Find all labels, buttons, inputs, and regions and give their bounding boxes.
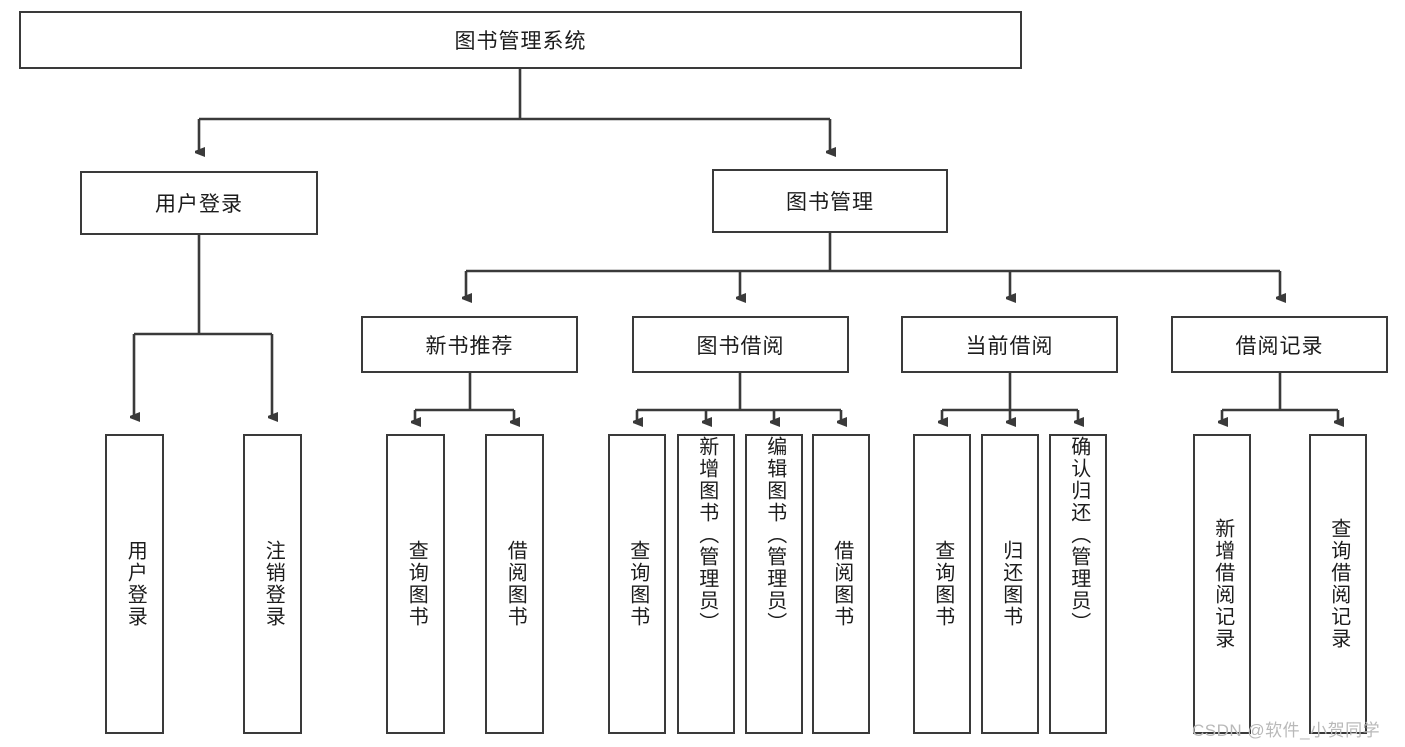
leaf-add-book[interactable]: 新增图书（管理员） <box>677 434 735 734</box>
leaf-return-book[interactable]: 归还图书 <box>981 434 1039 734</box>
node-user-login[interactable]: 用户登录 <box>80 171 318 235</box>
node-book-manage[interactable]: 图书管理 <box>712 169 948 233</box>
leaf-logout-label: 注销登录 <box>262 540 285 628</box>
node-borrow-record-label: 借阅记录 <box>1235 334 1324 358</box>
node-current-borrow-label: 当前借阅 <box>965 334 1054 358</box>
leaf-query-record[interactable]: 查询借阅记录 <box>1309 434 1367 734</box>
leaf-borrow-book-b[interactable]: 借阅图书 <box>812 434 870 734</box>
node-current-borrow[interactable]: 当前借阅 <box>901 316 1118 373</box>
node-root[interactable]: 图书管理系统 <box>19 11 1022 69</box>
leaf-borrow-book-a[interactable]: 借阅图书 <box>485 434 544 734</box>
node-book-borrow[interactable]: 图书借阅 <box>632 316 849 373</box>
node-borrow-record[interactable]: 借阅记录 <box>1171 316 1388 373</box>
leaf-return-book-label: 归还图书 <box>999 540 1022 628</box>
leaf-user-login[interactable]: 用户登录 <box>105 434 164 734</box>
leaf-query-book-c[interactable]: 查询图书 <box>913 434 971 734</box>
leaf-edit-book-label: 编辑图书（管理员） <box>763 436 786 634</box>
leaf-add-record[interactable]: 新增借阅记录 <box>1193 434 1251 734</box>
leaf-query-book-b-label: 查询图书 <box>626 540 649 628</box>
node-new-book-rec-label: 新书推荐 <box>425 334 514 358</box>
leaf-logout[interactable]: 注销登录 <box>243 434 302 734</box>
node-book-borrow-label: 图书借阅 <box>696 334 785 358</box>
leaf-query-book-b[interactable]: 查询图书 <box>608 434 666 734</box>
leaf-borrow-book-a-label: 借阅图书 <box>504 540 527 628</box>
leaf-borrow-book-b-label: 借阅图书 <box>830 540 853 628</box>
leaf-add-book-label: 新增图书（管理员） <box>695 436 718 634</box>
csdn-watermark: CSDN @软件_小贺同学 <box>1192 721 1381 740</box>
leaf-query-book-a[interactable]: 查询图书 <box>386 434 445 734</box>
leaf-user-login-label: 用户登录 <box>124 540 147 628</box>
leaf-query-book-c-label: 查询图书 <box>931 540 954 628</box>
leaf-add-record-label: 新增借阅记录 <box>1211 518 1234 650</box>
leaf-query-book-a-label: 查询图书 <box>405 540 428 628</box>
node-book-manage-label: 图书管理 <box>786 191 874 214</box>
node-root-label: 图书管理系统 <box>454 30 587 53</box>
leaf-query-record-label: 查询借阅记录 <box>1327 518 1350 650</box>
leaf-confirm-return[interactable]: 确认归还（管理员） <box>1049 434 1107 734</box>
node-new-book-rec[interactable]: 新书推荐 <box>361 316 578 373</box>
leaf-edit-book[interactable]: 编辑图书（管理员） <box>745 434 803 734</box>
node-user-login-label: 用户登录 <box>155 193 243 216</box>
leaf-confirm-return-label: 确认归还（管理员） <box>1067 436 1090 634</box>
